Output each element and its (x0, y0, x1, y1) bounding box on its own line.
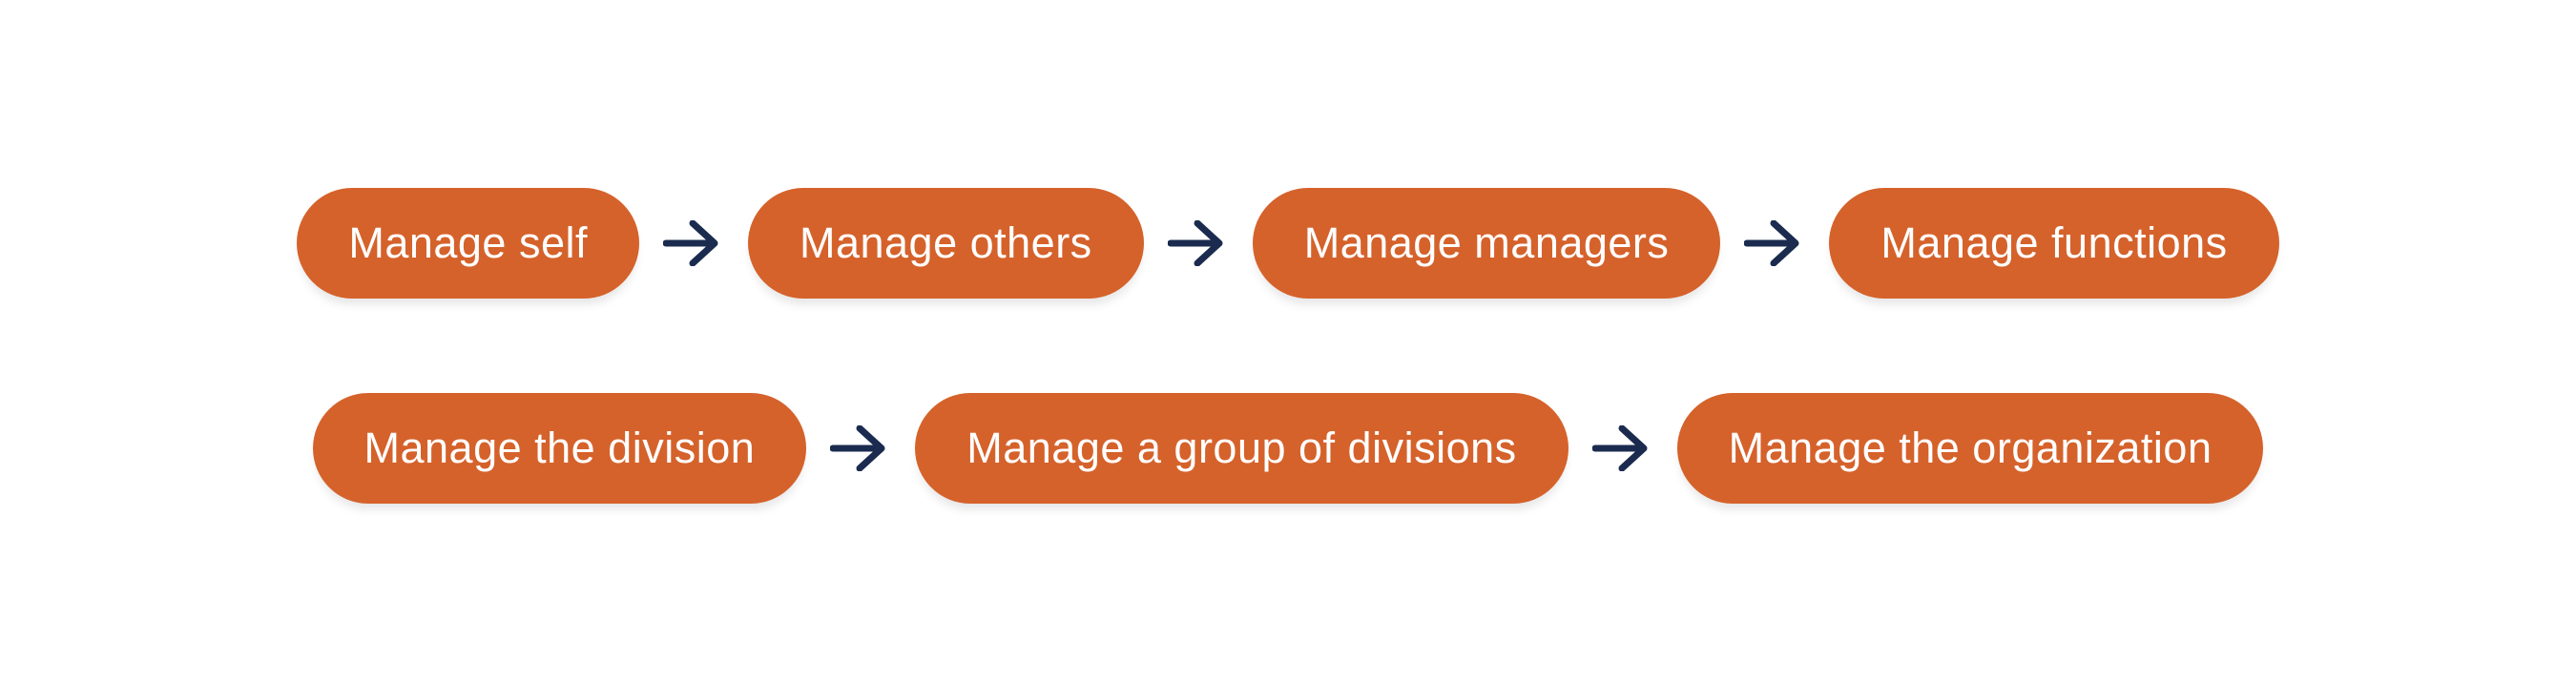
right-arrow-icon (1744, 220, 1799, 266)
stage-label: Manage functions (1880, 218, 2228, 267)
stage-label: Manage others (799, 218, 1092, 267)
stage-pill-manage-self: Manage self (297, 188, 639, 299)
right-arrow-icon (1591, 425, 1648, 471)
stage-label: Manage managers (1303, 218, 1670, 267)
stage-label: Manage self (348, 218, 588, 267)
stage-label: Manage the division (364, 424, 756, 472)
stage-pill-manage-a-group-of-divisions: Manage a group of divisions (915, 393, 1568, 504)
stage-pill-manage-managers: Manage managers (1252, 188, 1721, 299)
stage-pill-manage-the-organization: Manage the organization (1676, 393, 2264, 504)
stage-label: Manage the organization (1728, 424, 2212, 472)
pipeline-row-1: Manage self Manage others Manage manager… (297, 188, 2279, 299)
right-arrow-icon (662, 220, 718, 266)
stage-pill-manage-functions: Manage functions (1829, 188, 2279, 299)
right-arrow-icon (830, 425, 885, 471)
stage-pill-manage-others: Manage others (747, 188, 1144, 299)
stage-pill-manage-the-division: Manage the division (312, 393, 807, 504)
right-arrow-icon (1167, 220, 1223, 266)
stage-label: Manage a group of divisions (966, 424, 1517, 472)
pipeline-row-2: Manage the division Manage a group of di… (312, 393, 2264, 504)
